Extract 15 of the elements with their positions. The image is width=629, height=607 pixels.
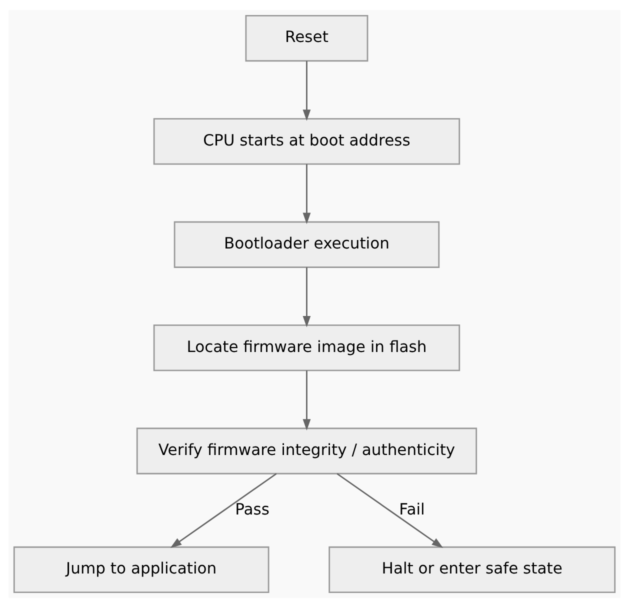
arrow — [302, 266, 311, 327]
edge-label: Pass — [235, 500, 270, 518]
arrow — [302, 370, 311, 430]
node-box: CPU starts at boot address — [153, 118, 460, 164]
node-box: Jump to application — [13, 546, 270, 593]
edge-label: Fail — [399, 500, 425, 518]
node-box: Verify firmware integrity / authenticity — [136, 427, 478, 474]
arrow — [336, 472, 444, 548]
node-box: Locate firmware image in flash — [153, 324, 460, 371]
arrow — [302, 60, 311, 120]
node-box: Bootloader execution — [174, 220, 440, 268]
arrow — [170, 472, 277, 548]
node-box: Reset — [245, 14, 368, 62]
node-box: Halt or enter safe state — [328, 546, 616, 593]
arrow — [302, 164, 311, 224]
